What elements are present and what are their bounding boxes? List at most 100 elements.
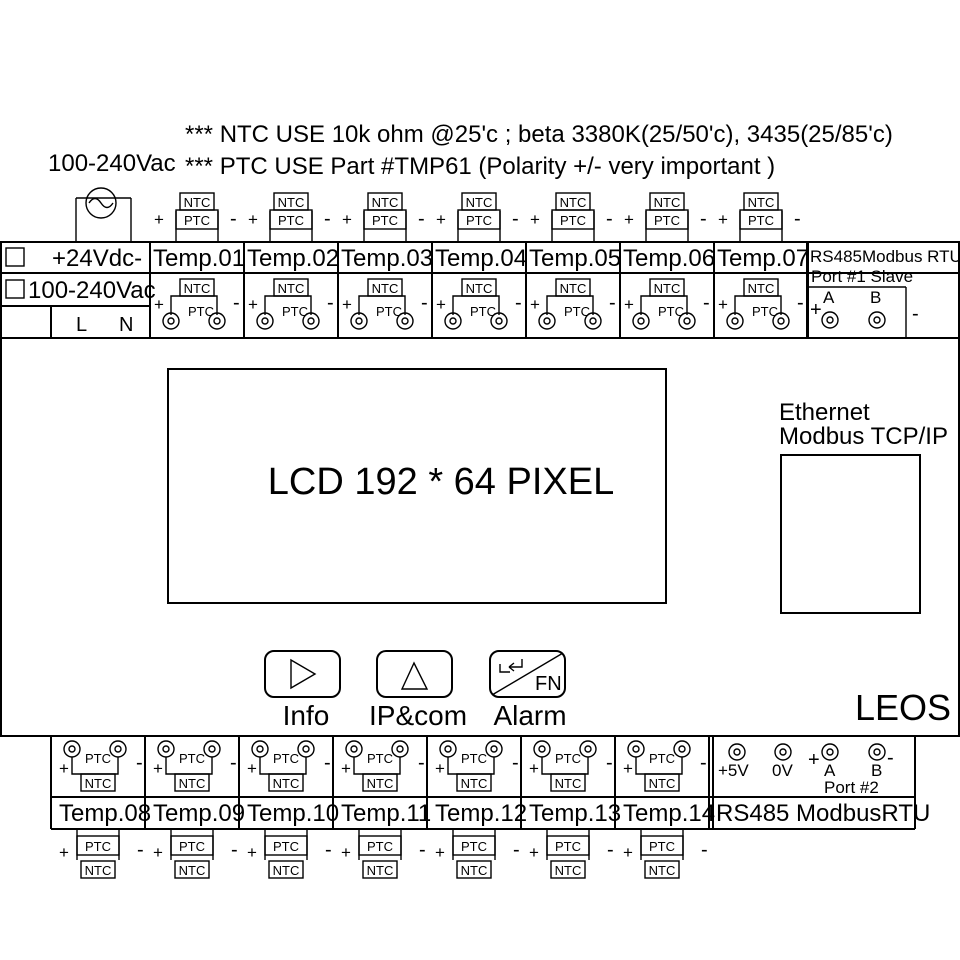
rs485-port2-a-terminal-icon <box>821 743 839 761</box>
minus-label: - <box>233 292 240 314</box>
minus-label: - <box>515 292 522 314</box>
plus-terminal-icon <box>444 312 462 330</box>
ptc-label: PTC <box>179 751 205 766</box>
plus-label: + <box>59 759 69 778</box>
ntc-label: NTC <box>273 776 300 791</box>
ntc-label: NTC <box>466 281 493 296</box>
up-triangle-icon <box>400 661 429 690</box>
bottom-channel-label: Temp.11 <box>341 800 431 827</box>
rs485-port1-a-terminal-icon <box>821 311 839 329</box>
rs485-port2-b-label: B <box>871 761 882 780</box>
ext-plus-label: + <box>435 843 445 862</box>
ptc-label: PTC <box>649 751 675 766</box>
ip-com-button-label: IP&com <box>369 700 467 731</box>
rs485-port2-a-label: A <box>824 761 836 780</box>
alarm-fn-text: FN <box>535 673 562 695</box>
minus-label: - <box>700 752 707 774</box>
ptc-label: PTC <box>470 304 496 319</box>
alarm-button[interactable]: FN Alarm <box>489 650 567 731</box>
ext-sensor-symbol-ntc-label: NTC <box>184 195 211 210</box>
ntc-note: *** NTC USE 10k ohm @25'c ; beta 3380K(2… <box>185 121 893 148</box>
minus-terminal-icon <box>678 312 696 330</box>
minus-label: - <box>512 752 519 774</box>
minus-terminal-icon <box>203 740 221 758</box>
plus-terminal-icon <box>726 312 744 330</box>
rs485-port2-port-label: Port #2 <box>824 778 879 797</box>
info-button[interactable]: Info <box>264 650 341 731</box>
bottom-channel-label: Temp.10 <box>247 800 339 827</box>
ext-minus-label: - <box>231 839 238 861</box>
ext-plus-label: + <box>248 210 258 229</box>
plus-label: + <box>154 295 164 314</box>
plus-label: + <box>530 295 540 314</box>
plus-terminal-icon <box>627 740 645 758</box>
ext-sensor-symbol-ntc-label: NTC <box>461 863 488 878</box>
ext-sensor-symbol-ptc-label: PTC <box>273 839 299 854</box>
ntc-label: NTC <box>85 776 112 791</box>
ethernet-socket <box>780 454 921 614</box>
ntc-label: NTC <box>748 281 775 296</box>
ptc-note: *** PTC USE Part #TMP61 (Polarity +/- ve… <box>185 153 775 180</box>
ext-sensor-symbol-ntc-label: NTC <box>748 195 775 210</box>
ip-com-button[interactable]: IP&com <box>369 650 467 731</box>
ext-sensor-symbol-ntc-label: NTC <box>560 195 587 210</box>
bottom-channel-label: Temp.09 <box>153 800 245 827</box>
ext-sensor-symbol-ntc-label: NTC <box>654 195 681 210</box>
plus-terminal-icon <box>345 740 363 758</box>
ext-sensor-symbol-ptc-label: PTC <box>560 213 586 228</box>
ntc-label: NTC <box>555 776 582 791</box>
ext-minus-label: - <box>794 208 801 230</box>
device-body <box>0 337 960 737</box>
dc-supply-label: +24Vdc- <box>52 245 142 272</box>
ethernet-title: Ethernet <box>779 399 870 426</box>
ext-sensor-symbol-ptc-label: PTC <box>466 213 492 228</box>
rs485-port2-5v-label: +5V <box>718 761 749 780</box>
plus-label: + <box>342 295 352 314</box>
ntc-label: NTC <box>654 281 681 296</box>
rs485-port1-minus: - <box>912 303 919 325</box>
ptc-label: PTC <box>367 751 393 766</box>
minus-terminal-icon <box>396 312 414 330</box>
top-channel-label: Temp.02 <box>247 245 339 272</box>
ext-minus-label: - <box>325 839 332 861</box>
ntc-label: NTC <box>560 281 587 296</box>
ext-sensor-symbol-ptc-label: PTC <box>278 213 304 228</box>
lcd-screen: LCD 192 * 64 PIXEL <box>167 368 667 604</box>
ac-source-icon <box>75 187 132 242</box>
minus-terminal-icon <box>579 740 597 758</box>
minus-label: - <box>797 292 804 314</box>
plus-label: + <box>623 759 633 778</box>
info-button-label: Info <box>283 700 330 731</box>
ntc-label: NTC <box>649 776 676 791</box>
ptc-label: PTC <box>282 304 308 319</box>
rs485-port2-minus: - <box>887 747 894 769</box>
minus-label: - <box>703 292 710 314</box>
ptc-label: PTC <box>85 751 111 766</box>
minus-terminal-icon <box>208 312 226 330</box>
ext-sensor-symbol-ntc-label: NTC <box>555 863 582 878</box>
ext-sensor-symbol-ptc-label: PTC <box>184 213 210 228</box>
enter-fn-icon <box>499 659 523 673</box>
plus-terminal-icon <box>439 740 457 758</box>
